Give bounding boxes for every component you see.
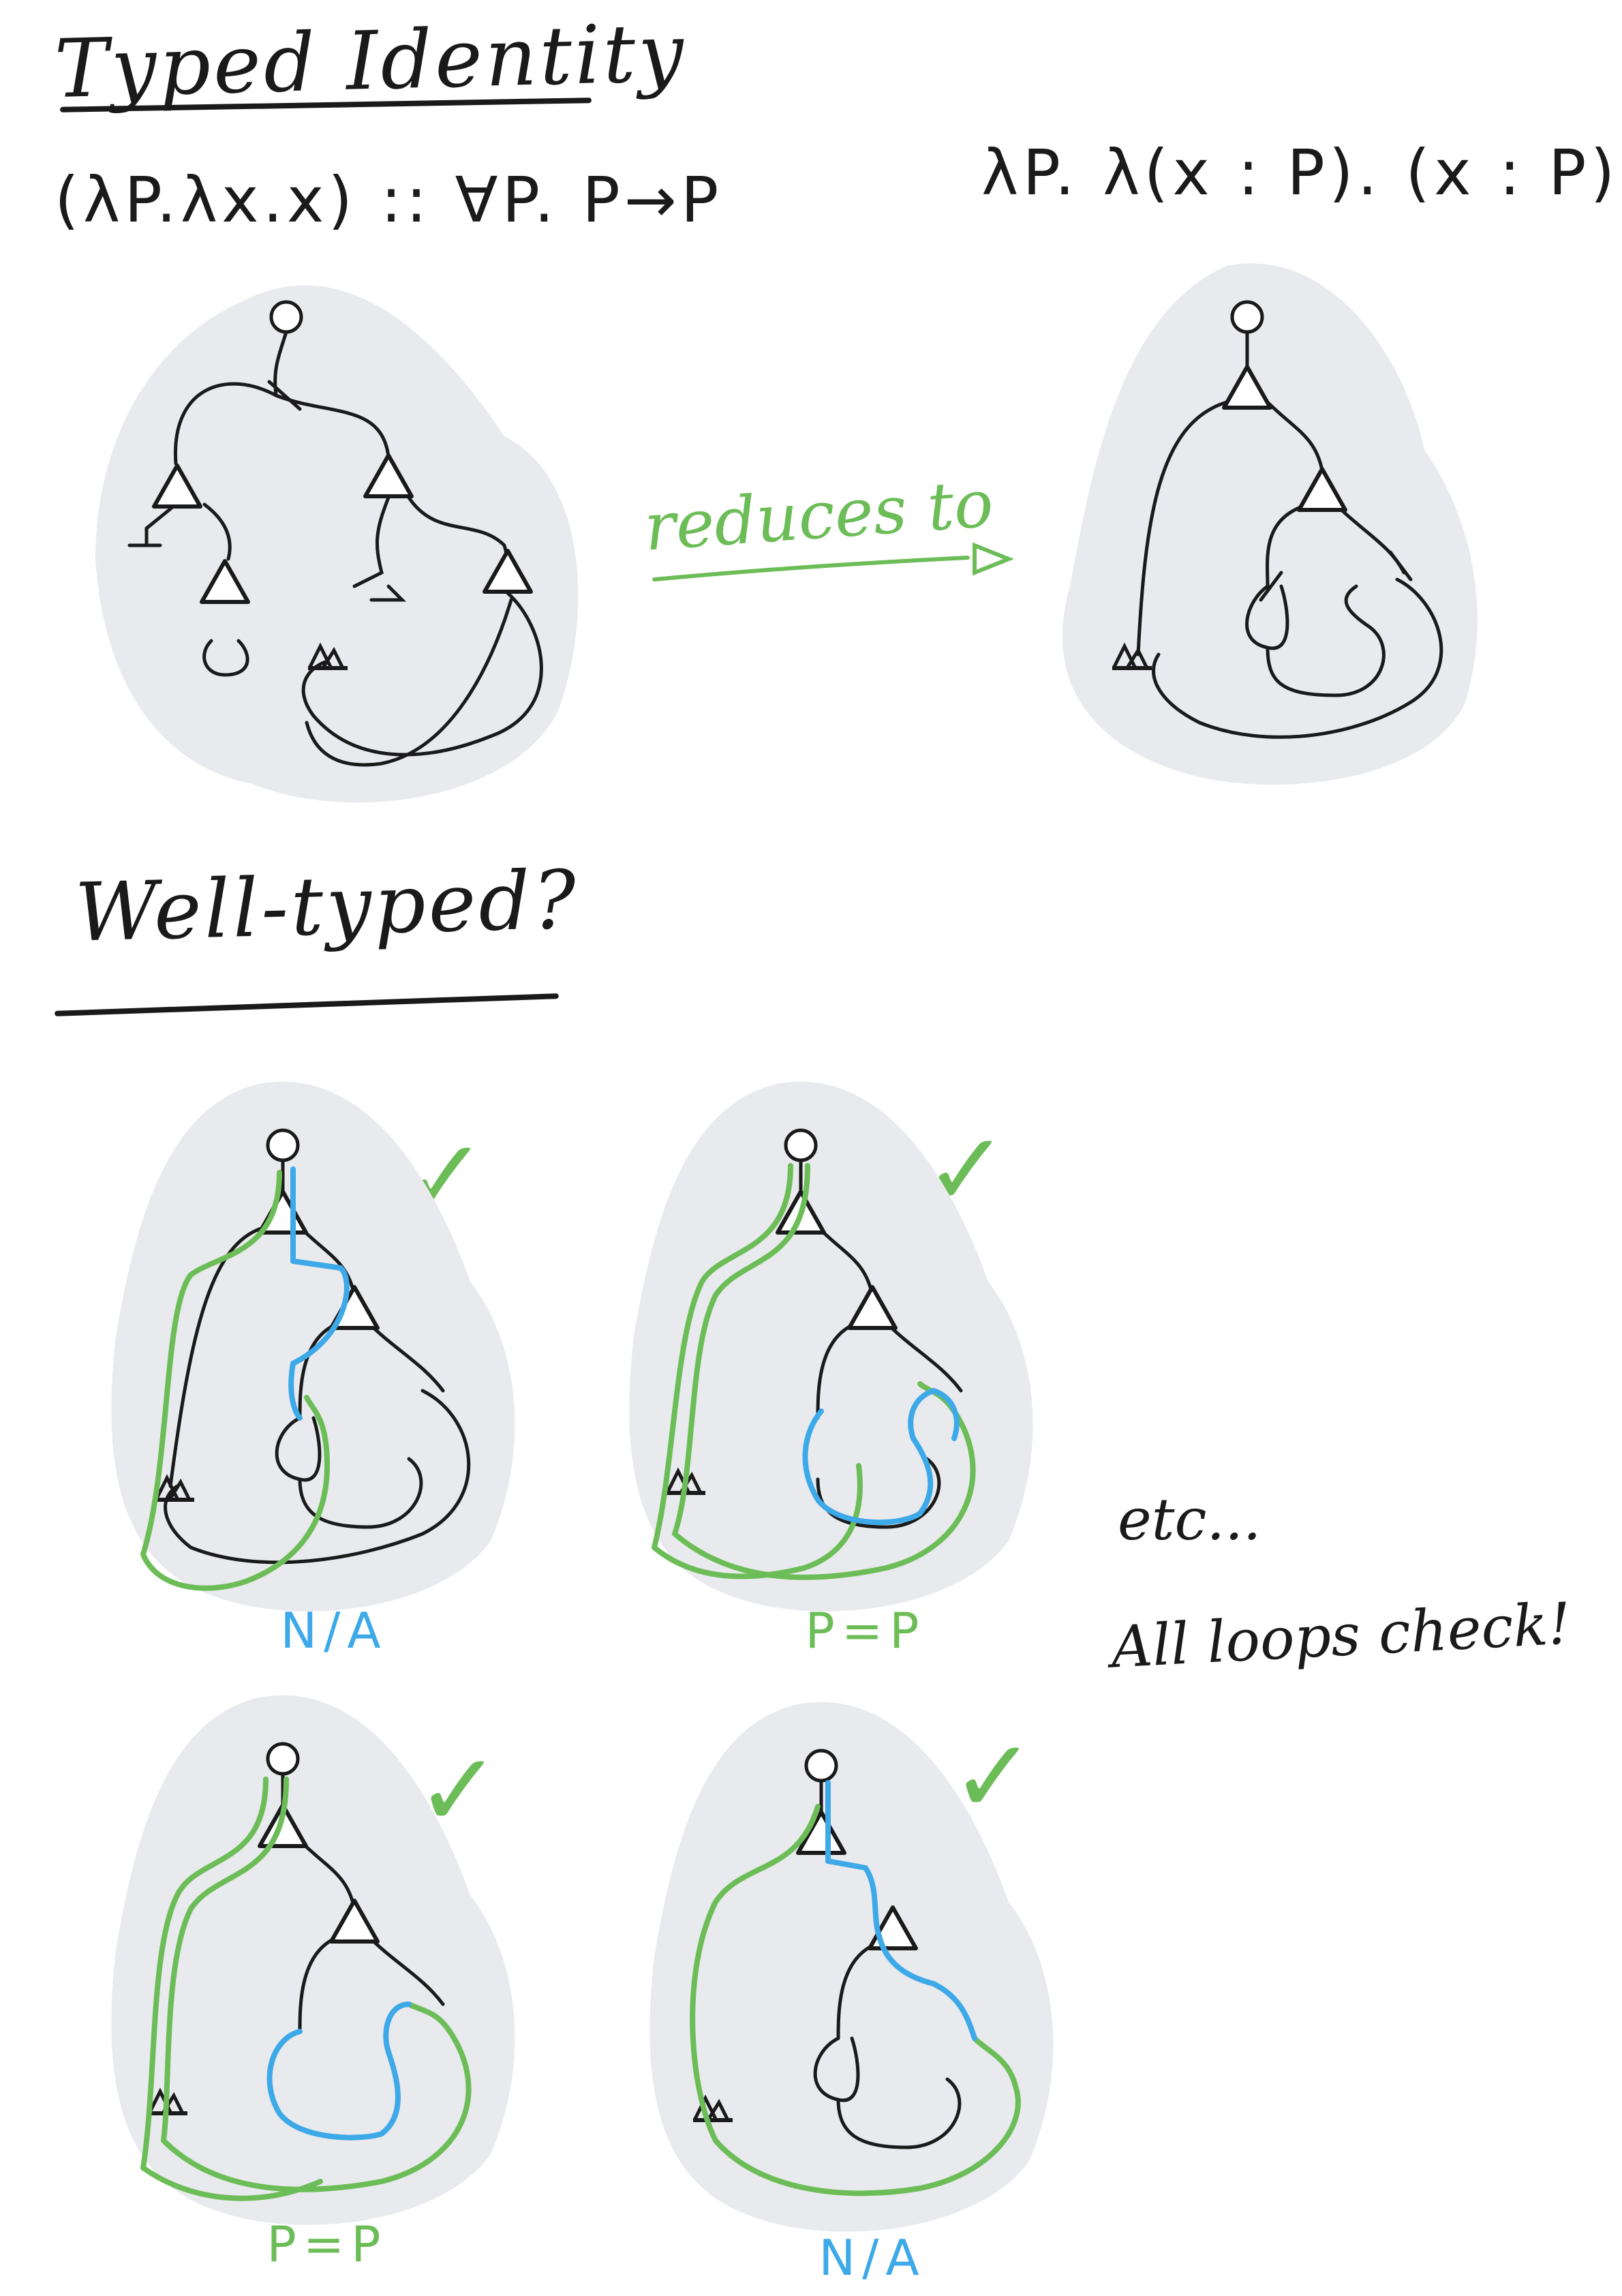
net-reduced [1062,263,1478,785]
blob-top-right [1062,263,1478,785]
blob-top-left [95,285,579,803]
net-check-4 [649,1702,1054,2232]
formula-right: λP. λ(x : P). (x : P) [981,136,1619,209]
reduction-arrow [652,542,1015,581]
check-label-1: N/A [280,1602,388,1659]
etc-note: etc... [1118,1486,1261,1553]
check-label-2: P=P [805,1602,926,1659]
formula-left: (λP.λx.x) :: ∀P. P→P [55,164,723,237]
net-check-2 [629,1081,1033,1612]
net-check-3 [111,1695,515,2225]
check-label-3: P=P [266,2216,388,2273]
net-typed-identity [95,285,579,803]
net-check-1 [111,1081,515,1612]
check-label-4: N/A [818,2229,926,2286]
